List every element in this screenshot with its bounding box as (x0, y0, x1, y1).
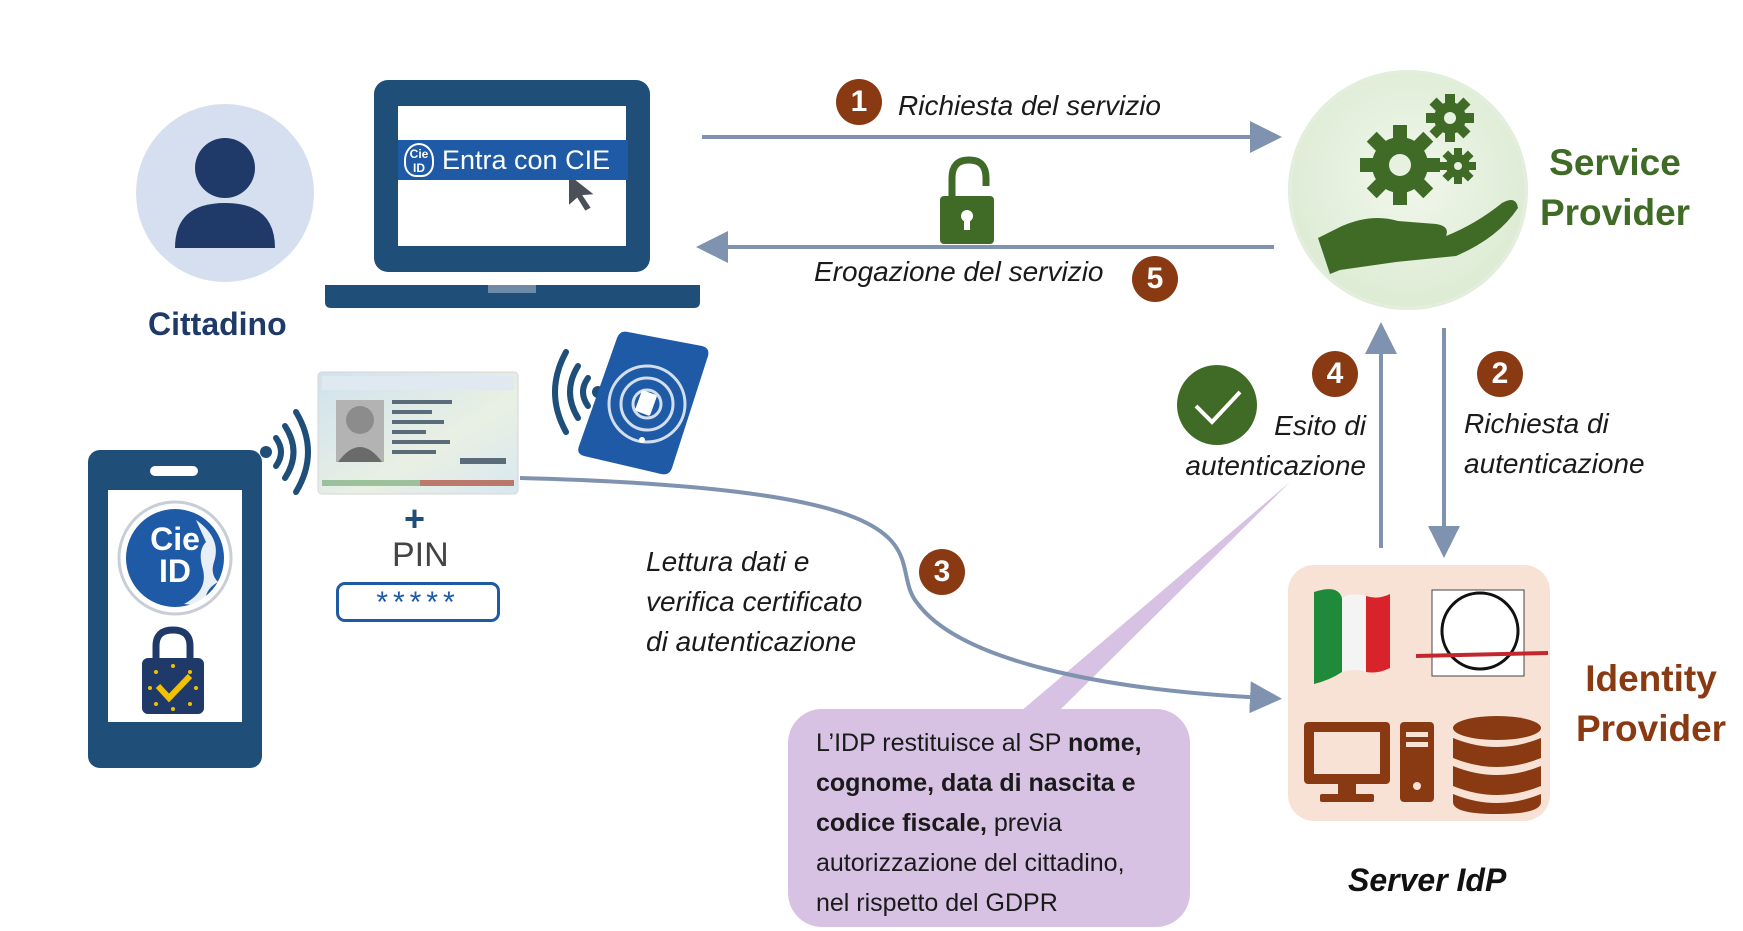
nfc-dot-icon (260, 446, 272, 458)
step-3-badge: 3 (919, 549, 965, 595)
plus-icon: + (404, 498, 426, 539)
step-2-label-line-1: Richiesta di (1464, 408, 1609, 439)
nfc-waves-icon (273, 409, 311, 495)
padlock-eu-icon (142, 626, 204, 714)
arrow-step-3 (519, 476, 1282, 714)
callout-text-end: previa autorizzazione del cittadino, nel… (816, 809, 1125, 917)
step-1-badge: 1 (836, 79, 882, 125)
cie-id-logo-icon (117, 500, 233, 616)
phone-logo-line-2: ID (159, 553, 191, 589)
success-check-icon (1177, 365, 1257, 445)
step-4-label-line-2: autenticazione (1185, 450, 1366, 481)
identity-provider-icon (1288, 565, 1550, 821)
identity-provider-label-line-1: Identity (1585, 658, 1717, 699)
computer-icon (1304, 722, 1434, 802)
step-1-label: Richiesta del servizio (898, 90, 1161, 121)
pin-label: PIN (392, 536, 449, 574)
step-3-label-line-3: di autenticazione (646, 626, 857, 657)
phone-cie-logo-text: Cie ID (135, 523, 215, 587)
service-provider-label-line-2: Provider (1539, 192, 1691, 233)
identity-card-icon (317, 371, 519, 495)
identity-provider-label-line-2: Provider (1575, 708, 1727, 749)
login-button-label: Entra con CIE (442, 144, 611, 175)
callout-text-bold: nome, cognome, data di nascita e codice … (816, 729, 1142, 837)
step-4-label: Esito di autenticazione (1166, 406, 1366, 486)
service-provider-icon (1288, 70, 1528, 310)
identity-provider-label: Identity Provider (1568, 654, 1734, 754)
laptop-icon (325, 80, 700, 308)
card-reader-icon (578, 331, 709, 475)
step-4-label-line-1: Esito di (1274, 410, 1366, 441)
service-provider-label: Service Provider (1532, 138, 1698, 238)
emblem-icon (1415, 589, 1549, 677)
service-provider-label-line-1: Service (1549, 142, 1681, 183)
step-3-label: Lettura dati e verifica certificato di a… (646, 542, 862, 662)
step-5-label: Erogazione del servizio (814, 256, 1104, 287)
callout-pointer (1020, 482, 1290, 712)
reader-waves-icon (552, 349, 591, 435)
citizen-avatar-icon (136, 104, 314, 282)
step-2-label: Richiesta di autenticazione (1464, 404, 1645, 484)
citizen-label: Cittadino (148, 306, 287, 342)
step-4-badge: 4 (1312, 351, 1358, 397)
pin-input[interactable]: ***** (336, 582, 500, 622)
smartphone-icon (88, 450, 262, 768)
italian-flag-icon (1314, 589, 1390, 684)
mouse-cursor-icon (567, 170, 599, 214)
server-idp-label: Server IdP (1348, 862, 1507, 898)
unlocked-padlock-icon (940, 156, 994, 244)
step-2-badge: 2 (1477, 351, 1523, 397)
step-2-label-line-2: autenticazione (1464, 448, 1645, 479)
step-5-badge: 5 (1132, 256, 1178, 302)
callout-text-intro: L’IDP restituisce al SP (816, 729, 1068, 757)
step-3-label-line-1: Lettura dati e (646, 546, 810, 577)
phone-logo-line-1: Cie (150, 521, 200, 557)
step-3-label-line-2: verifica certificato (646, 586, 863, 617)
gdpr-callout: L’IDP restituisce al SP nome, cognome, d… (788, 709, 1190, 927)
database-icon (1453, 716, 1541, 814)
